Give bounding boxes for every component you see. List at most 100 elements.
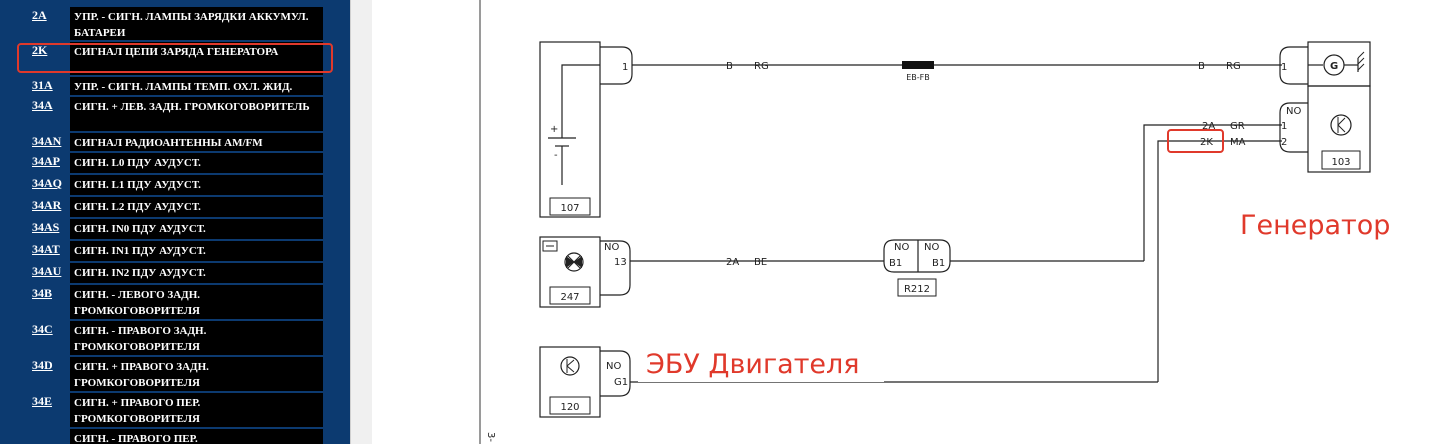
- code-link[interactable]: 34AQ: [20, 174, 68, 196]
- ecu-symbol-icon: [560, 356, 580, 376]
- annotation-ecu: ЭБУ Двигателя: [646, 349, 860, 380]
- relay-no-left: NO: [894, 242, 909, 253]
- code-link[interactable]: 34D: [20, 356, 68, 392]
- wire-label-b-right: B: [1198, 61, 1205, 72]
- fuse-eb-fb: [902, 61, 934, 69]
- lamp-pin-13: 13: [614, 257, 627, 268]
- wire-label-2a: 2A: [1202, 121, 1215, 132]
- wire-label-2k: 2K: [1200, 137, 1213, 148]
- wire-label-b-left: B: [726, 61, 733, 72]
- relay-unit-number: R212: [904, 284, 930, 295]
- alternator-pin2: 2: [1281, 137, 1287, 148]
- code-link[interactable]: 34AR: [20, 196, 68, 218]
- warning-lamp-247: NO 13 247: [539, 236, 631, 308]
- relay-r212: NO B1 NO B1 R212: [883, 239, 951, 297]
- code-description: УПР. - СИГН. ЛАМПЫ ТЕМП. ОХЛ. ЖИД.: [70, 77, 323, 95]
- code-link[interactable]: 2A: [20, 6, 68, 41]
- wire-2k-highlight-frame: [1167, 129, 1224, 153]
- code-description: СИГН. L1 ПДУ АУДУСТ.: [70, 175, 323, 195]
- diagram-margin: [372, 0, 479, 444]
- battery-unit-number: 107: [560, 203, 579, 214]
- wire-color-be: BE: [754, 257, 767, 268]
- wire-label-2a-be: 2A: [726, 257, 739, 268]
- panel-scrollbar[interactable]: [350, 0, 373, 444]
- ecu-no: NO: [606, 361, 621, 372]
- relay-b1-right: B1: [932, 258, 945, 269]
- code-description: СИГНАЛ РАДИОАНТЕННЫ AM/FM: [70, 133, 323, 151]
- code-description: СИГН. - ПРАВОГО ПЕР.: [70, 429, 323, 444]
- ecu-unit-number: 120: [560, 402, 579, 413]
- code-description: СИГН. + ЛЕВ. ЗАДН. ГРОМКОГОВОРИТЕЛЬ: [70, 97, 323, 131]
- code-link[interactable]: [20, 428, 68, 444]
- ecu-120: NO G1 120: [539, 346, 631, 418]
- alternator-pin1: 1: [1281, 121, 1287, 132]
- alternator-103: 1 G NO 1 2 103: [1279, 41, 1371, 173]
- code-highlight-frame: [17, 43, 333, 73]
- lamp-no: NO: [604, 242, 619, 253]
- code-description: СИГН. L0 ПДУ АУДУСТ.: [70, 153, 323, 173]
- code-row: СИГН. - ПРАВОГО ПЕР.: [20, 428, 327, 444]
- wire-color-rg-left: RG: [754, 61, 769, 72]
- code-link[interactable]: 34AP: [20, 152, 68, 174]
- code-description: СИГН. IN1 ПДУ АУДУСТ.: [70, 241, 323, 261]
- code-description: СИГНАЛ ЦЕПИ ЗАРЯДА ГЕНЕРАТОРА: [70, 42, 323, 75]
- relay-b1-left: B1: [889, 258, 902, 269]
- code-link[interactable]: 34AS: [20, 218, 68, 240]
- code-link[interactable]: 2K: [20, 41, 68, 76]
- svg-text:G: G: [1330, 61, 1338, 72]
- code-description: СИГН. + ПРАВОГО ПЕР. ГРОМКОГОВОРИТЕЛЯ: [70, 393, 323, 427]
- ecu-pin-g1: G1: [614, 377, 628, 388]
- code-description: СИГН. IN2 ПДУ АУДУСТ.: [70, 263, 323, 283]
- code-description: СИГН. IN0 ПДУ АУДУСТ.: [70, 219, 323, 239]
- code-link[interactable]: 34A: [20, 96, 68, 132]
- code-link[interactable]: 34AN: [20, 132, 68, 152]
- battery-minus: -: [554, 150, 558, 161]
- code-link[interactable]: 31A: [20, 76, 68, 96]
- page-marker: 3-: [485, 432, 496, 442]
- battery-pin-1: 1: [622, 62, 628, 73]
- battery-symbol-icon: [542, 240, 558, 252]
- fuse-label: EB-FB: [906, 73, 930, 82]
- battery-107: 1 + - 107: [539, 41, 633, 218]
- alternator-pin-1: 1: [1281, 62, 1287, 73]
- code-link[interactable]: 34AU: [20, 262, 68, 284]
- alternator-unit-number: 103: [1331, 157, 1350, 168]
- lamp-unit-number: 247: [560, 292, 579, 303]
- code-description: СИГН. + ПРАВОГО ЗАДН. ГРОМКОГОВОРИТЕЛЯ: [70, 357, 323, 391]
- wire-color-gr: GR: [1230, 121, 1245, 132]
- code-link[interactable]: 34B: [20, 284, 68, 320]
- wire-color-ma: MA: [1230, 137, 1246, 148]
- wire-color-rg-right: RG: [1226, 61, 1241, 72]
- code-description: СИГН. L2 ПДУ АУДУСТ.: [70, 197, 323, 217]
- code-description: УПР. - СИГН. ЛАМПЫ ЗАРЯДКИ АККУМУЛ. БАТА…: [70, 7, 323, 40]
- relay-no-right: NO: [924, 242, 939, 253]
- code-link[interactable]: 34E: [20, 392, 68, 428]
- regulator-transistor-icon: [1330, 114, 1352, 136]
- lamp-icon: [564, 252, 584, 272]
- code-description: СИГН. - ПРАВОГО ЗАДН. ГРОМКОГОВОРИТЕЛЯ: [70, 321, 323, 355]
- code-description: СИГН. - ЛЕВОГО ЗАДН. ГРОМКОГОВОРИТЕЛЯ: [70, 285, 323, 319]
- battery-plus: +: [550, 124, 558, 135]
- code-link[interactable]: 34AT: [20, 240, 68, 262]
- alternator-no: NO: [1286, 106, 1301, 117]
- annotation-alternator: Генератор: [1240, 210, 1390, 241]
- code-link[interactable]: 34C: [20, 320, 68, 356]
